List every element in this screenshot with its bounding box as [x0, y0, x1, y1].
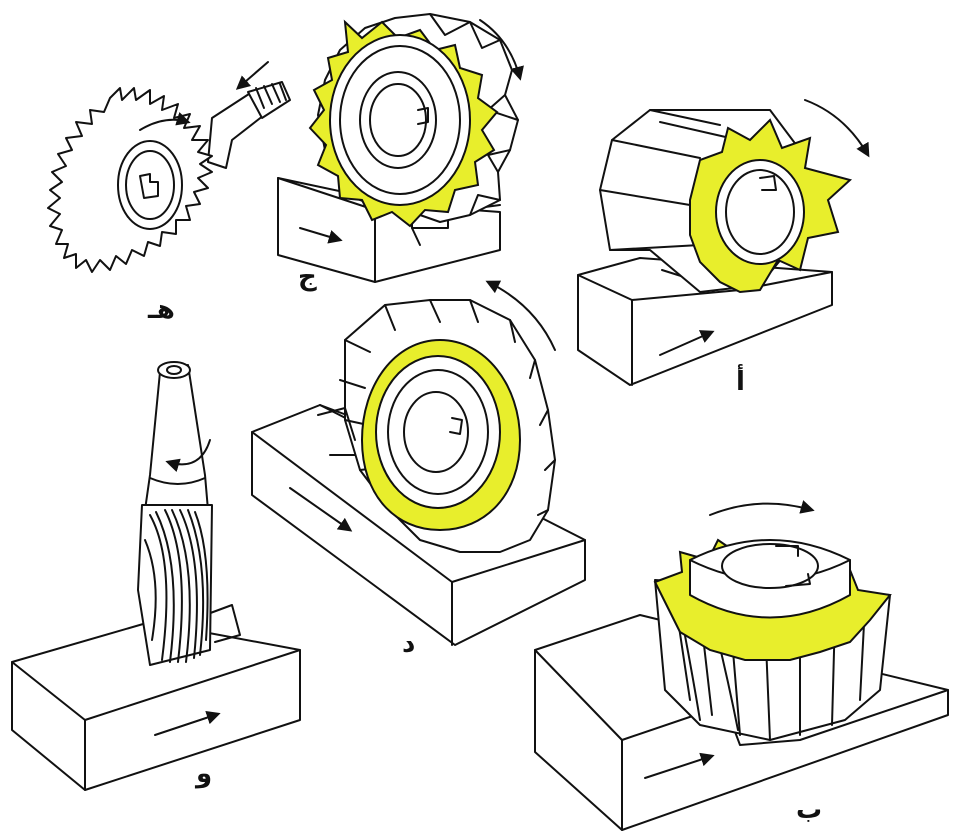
- rotation-arrow-j: [479, 19, 524, 81]
- arbor-shaft-h: [207, 81, 291, 169]
- rotation-arrow-d: [485, 280, 556, 351]
- label-d: د: [402, 629, 415, 659]
- label-j: ج: [298, 262, 317, 292]
- figure-a-form-cutter: أ: [577, 99, 870, 397]
- figure-w-end-mill: و: [11, 361, 301, 791]
- saw-blade-h: [47, 87, 213, 273]
- feed-arrow-d: [289, 487, 353, 532]
- shell-mill-cutter-b: [653, 538, 892, 741]
- feed-arrow-a: [659, 330, 715, 356]
- feed-arrow-j: [299, 227, 343, 244]
- end-mill-tool-w: [137, 361, 213, 666]
- rotation-arrow-a: [804, 99, 870, 158]
- figure-d-side-face-cutter: د: [251, 280, 586, 659]
- figure-j-disk-cutter: ج: [277, 13, 524, 292]
- form-cutter-a: [599, 109, 853, 294]
- feed-arrow-b: [644, 752, 715, 779]
- rotation-arrow-b: [709, 500, 815, 516]
- figure-h-slitting-saw: هـ: [47, 61, 291, 325]
- feed-arrow-w: [154, 710, 221, 736]
- figure-b-face-mill: ب: [534, 500, 949, 831]
- gear-cutter-d: [317, 299, 556, 553]
- workpiece-block-j: [277, 177, 501, 283]
- label-b: ب: [796, 795, 822, 825]
- label-w: و: [194, 759, 212, 789]
- gear-cutter-j: [308, 13, 519, 228]
- label-a: أ: [736, 364, 745, 397]
- rotation-arrow-w: [165, 439, 211, 473]
- rotation-arrow-h: [139, 112, 191, 131]
- feed-arrow-h: [235, 61, 269, 90]
- label-h: هـ: [147, 295, 175, 325]
- workpiece-block-w: [11, 604, 301, 791]
